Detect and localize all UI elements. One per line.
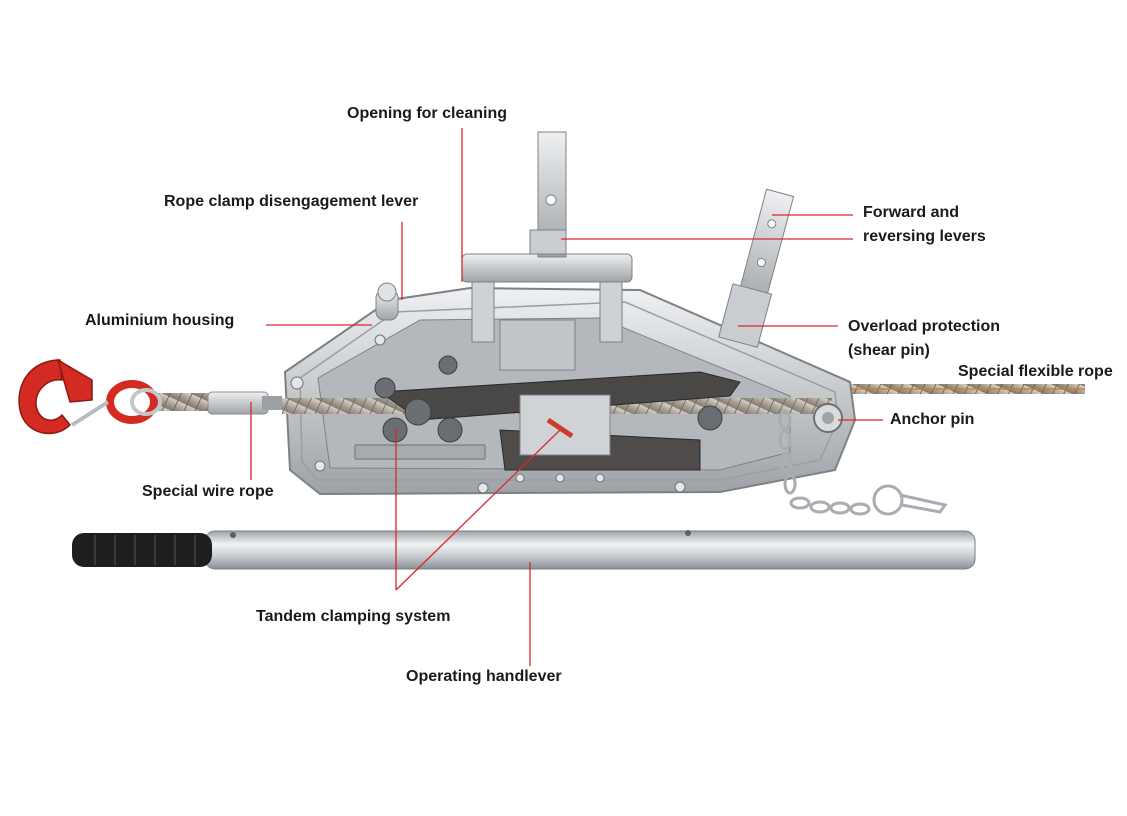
label-forward-reversing-line2: reversing levers bbox=[863, 228, 986, 245]
label-rope-clamp-lever: Rope clamp disengagement lever bbox=[164, 193, 419, 210]
safety-chain-graphic bbox=[778, 409, 948, 516]
label-operating-handlever: Operating handlever bbox=[406, 668, 562, 685]
operating-handlever-graphic bbox=[72, 530, 976, 570]
label-forward-reversing-levers: Forward and reversing levers bbox=[863, 201, 986, 249]
label-overload-line2: (shear pin) bbox=[848, 342, 930, 359]
label-anchor-pin: Anchor pin bbox=[890, 411, 975, 428]
rope-clamp-lever-graphic bbox=[375, 282, 399, 321]
label-forward-reversing-line1: Forward and bbox=[863, 204, 960, 221]
forward-lever-graphic bbox=[529, 131, 567, 258]
wire-rope-graphic bbox=[150, 393, 220, 411]
aluminium-housing-graphic bbox=[282, 286, 857, 496]
reversing-lever-graphic bbox=[718, 188, 795, 348]
label-overload-protection: Overload protection (shear pin) bbox=[848, 315, 1000, 363]
leader-lines bbox=[250, 128, 883, 666]
label-overload-line1: Overload protection bbox=[848, 318, 1001, 335]
cleaning-opening-bracket bbox=[461, 253, 633, 371]
label-aluminium-housing: Aluminium housing bbox=[85, 312, 235, 329]
leader-tandem-2 bbox=[395, 429, 561, 591]
label-tandem-clamping: Tandem clamping system bbox=[256, 608, 451, 625]
hook-graphic bbox=[18, 358, 162, 435]
label-opening-cleaning: Opening for cleaning bbox=[347, 105, 508, 122]
handle-grip bbox=[72, 533, 212, 567]
label-special-flexible-rope: Special flexible rope bbox=[958, 363, 1113, 380]
label-special-wire-rope: Special wire rope bbox=[142, 483, 274, 500]
